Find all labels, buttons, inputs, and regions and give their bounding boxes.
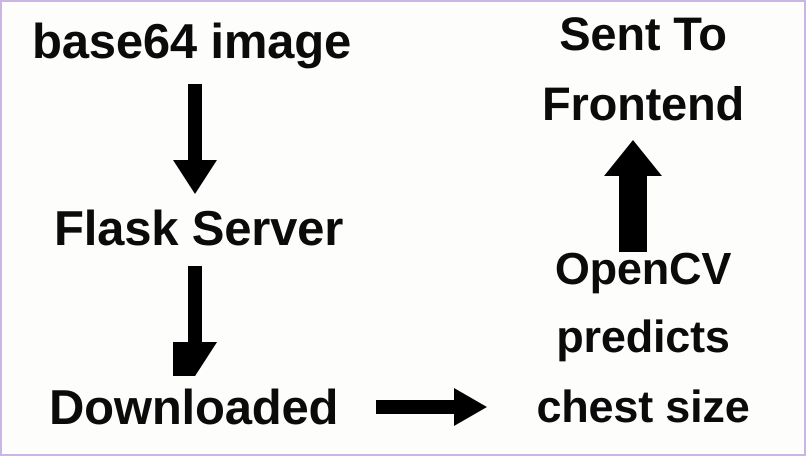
arrow-down-flask-to-downloaded (172, 266, 218, 376)
node-frontend: Frontend (541, 77, 745, 130)
arrow-right-downloaded-to-opencv (376, 388, 488, 426)
node-opencv: OpenCV (554, 243, 732, 294)
node-downloaded: Downloaded (49, 381, 339, 435)
node-sent-to: Sent To (559, 7, 727, 60)
arrow-up-opencv-to-frontend (602, 140, 664, 252)
node-predicts: predicts (556, 311, 730, 362)
node-chest-size: chest size (536, 381, 750, 432)
node-base64-image: base64 image (32, 15, 352, 69)
node-flask-server: Flask Server (54, 202, 344, 256)
arrow-down-base64-to-flask (172, 84, 218, 194)
